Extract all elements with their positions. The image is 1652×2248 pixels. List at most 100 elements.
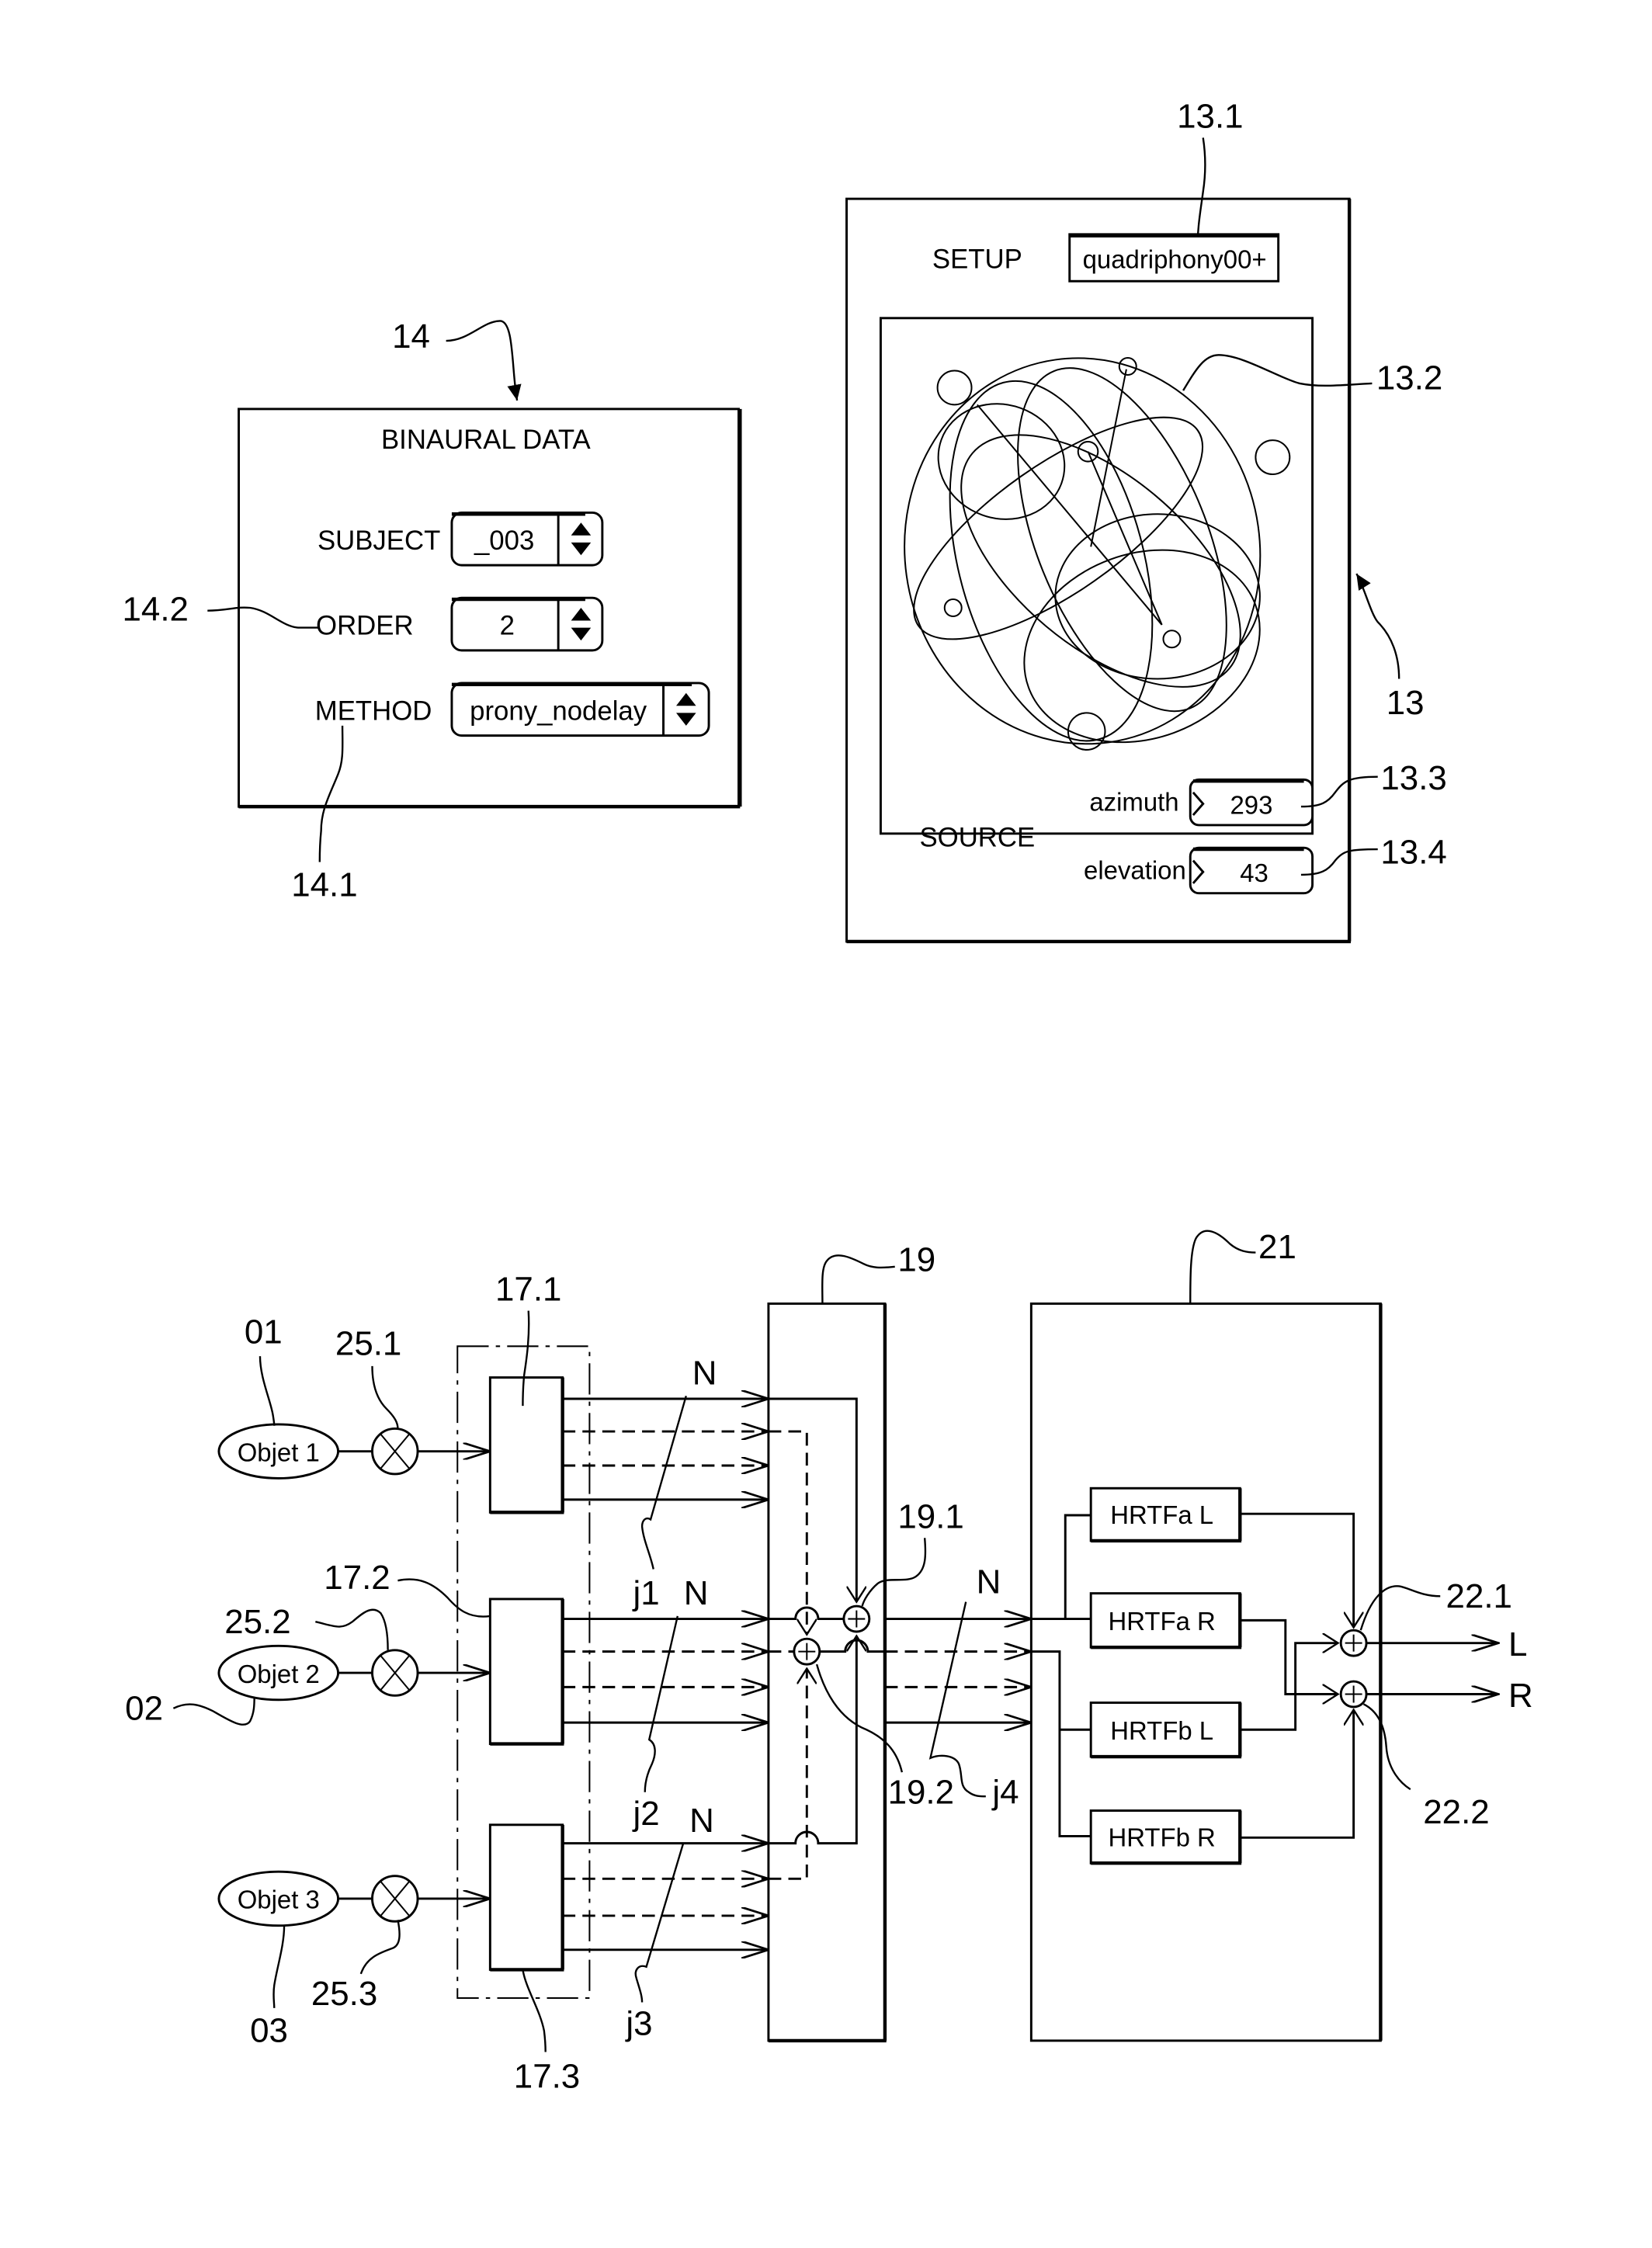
object-2-label: Objet 2 xyxy=(238,1660,320,1688)
object-2-source[interactable]: Objet 2 xyxy=(217,1644,340,1702)
output-left-label: L xyxy=(1508,1625,1527,1663)
binaural-panel-title: BINAURAL DATA xyxy=(381,425,592,455)
ref-02: 02 xyxy=(125,1689,163,1727)
gain-multiplier-1-icon xyxy=(371,1427,419,1476)
ref-14-1: 14.1 xyxy=(291,866,357,904)
ref-14: 14 xyxy=(392,317,430,356)
object-3-source[interactable]: Objet 3 xyxy=(217,1870,340,1927)
azimuth-value: 293 xyxy=(1230,790,1272,819)
ref-25-1: 25.1 xyxy=(335,1324,401,1362)
elevation-number-box[interactable]: 43 xyxy=(1189,846,1314,895)
encoder-group-frame xyxy=(456,1345,591,2000)
setup-value: quadriphony00+ xyxy=(1083,245,1267,274)
setup-field[interactable]: quadriphony00+ xyxy=(1068,233,1280,283)
ref-25-3: 25.3 xyxy=(311,1975,377,2013)
ref-19-1: 19.1 xyxy=(897,1497,963,1535)
hrtf-filter-a-right: HRTFa R xyxy=(1089,1592,1242,1650)
leader-13-4 xyxy=(1300,848,1378,876)
ref-19: 19 xyxy=(897,1240,935,1278)
ref-17-1: 17.1 xyxy=(495,1271,561,1309)
order-label: ORDER xyxy=(316,612,414,641)
method-label: METHOD xyxy=(315,697,432,727)
block-diagram: 01 Objet 1 25.1 17.1 N xyxy=(125,1228,1533,2095)
mixer-block-19: 19 19.1 19.2 xyxy=(767,1240,964,2043)
hrtf-filter-a-left: HRTFa L xyxy=(1089,1487,1242,1543)
order-value: 2 xyxy=(500,612,515,641)
ref-21: 21 xyxy=(1258,1228,1296,1266)
bus-ref-j2: j2 xyxy=(631,1795,659,1833)
gain-multiplier-2-icon xyxy=(371,1649,419,1697)
number-box-arrow-icon xyxy=(1192,791,1205,817)
spin-arrows-icon[interactable] xyxy=(571,607,592,641)
subject-label: SUBJECT xyxy=(318,526,440,556)
bus-ref-j3: j3 xyxy=(624,2005,652,2043)
encoder-block-17-3 xyxy=(488,1823,564,1971)
azimuth-number-box[interactable]: 293 xyxy=(1189,778,1314,827)
bus-label-n-1: N xyxy=(692,1355,717,1393)
gain-multiplier-3-icon xyxy=(371,1875,419,1923)
object-row-3: Objet 3 03 25.3 17.3 N j3 xyxy=(217,1802,769,2095)
leader-14 xyxy=(446,320,522,401)
ref-19-2: 19.2 xyxy=(888,1773,954,1811)
ref-13: 13 xyxy=(1386,684,1425,722)
leader-13-1 xyxy=(1196,137,1206,253)
ref-13-3: 13.3 xyxy=(1380,759,1446,797)
leader-13 xyxy=(1355,573,1400,679)
sphere-speaker-layout-icon xyxy=(904,357,1291,751)
spin-arrows-icon[interactable] xyxy=(571,522,592,556)
spatial-panel: 13.1 SETUP quadriphony00+ xyxy=(845,98,1447,944)
object-row-2: 02 Objet 2 25.2 17.2 N xyxy=(125,1559,769,1833)
ref-13-1: 13.1 xyxy=(1177,98,1243,136)
ref-13-4: 13.4 xyxy=(1380,833,1446,871)
output-right-label: R xyxy=(1508,1677,1533,1715)
subject-value: _003 xyxy=(474,526,534,556)
ref-22-1: 22.1 xyxy=(1446,1577,1512,1615)
order-spinbox[interactable]: 2 xyxy=(450,596,604,652)
svg-text:HRTFa L: HRTFa L xyxy=(1110,1500,1213,1529)
hrtf-filter-b-right: HRTFb R xyxy=(1089,1809,1242,1865)
binaural-data-panel: 14 BINAURAL DATA SUBJECT _003 ORDER 2 xyxy=(123,317,742,904)
svg-text:HRTFa R: HRTFa R xyxy=(1108,1607,1215,1636)
leader-14-1 xyxy=(318,725,344,862)
summer-19-2-icon xyxy=(793,1637,821,1666)
leader-13-3 xyxy=(1300,775,1378,808)
svg-text:HRTFb R: HRTFb R xyxy=(1108,1823,1215,1851)
sphere-view[interactable] xyxy=(879,317,1314,835)
ref-01: 01 xyxy=(245,1313,283,1351)
bus-label-n-3: N xyxy=(689,1802,714,1840)
ref-17-2: 17.2 xyxy=(324,1559,390,1597)
ref-22-2: 22.2 xyxy=(1423,1793,1489,1831)
object-1-source[interactable]: Objet 1 xyxy=(217,1423,340,1480)
spin-arrows-icon[interactable] xyxy=(675,692,696,726)
object-3-label: Objet 3 xyxy=(238,1885,320,1914)
subject-spinbox[interactable]: _003 xyxy=(450,511,604,567)
mixer-output-bus: N j4 xyxy=(884,1563,1031,1811)
ref-17-3: 17.3 xyxy=(514,2057,580,2095)
object-1-label: Objet 1 xyxy=(238,1438,320,1466)
leader-14-2 xyxy=(207,606,318,629)
ref-03: 03 xyxy=(250,2012,288,2050)
encoder-block-17-1 xyxy=(488,1376,564,1514)
bus-ref-j1: j1 xyxy=(631,1574,659,1612)
ref-14-2: 14.2 xyxy=(123,590,189,628)
setup-label: SETUP xyxy=(932,245,1022,275)
leader-13-2 xyxy=(1182,354,1373,391)
source-label: SOURCE xyxy=(919,823,1035,852)
encoder-block-17-2 xyxy=(488,1598,564,1746)
bus-label-n-4: N xyxy=(977,1563,1001,1601)
ref-13-2: 13.2 xyxy=(1376,359,1442,397)
bus-ref-j4: j4 xyxy=(991,1773,1019,1811)
bus-label-n-2: N xyxy=(684,1574,709,1612)
elevation-label: elevation xyxy=(1084,855,1186,884)
elevation-value: 43 xyxy=(1240,859,1268,887)
binaural-decoder-block-21: 21 HRTFa L HRTFa R xyxy=(1029,1228,1533,2042)
number-box-arrow-icon xyxy=(1192,859,1205,884)
object-row-1: 01 Objet 1 25.1 17.1 N xyxy=(217,1271,769,1612)
ref-25-2: 25.2 xyxy=(224,1603,290,1641)
svg-text:HRTFb L: HRTFb L xyxy=(1110,1716,1213,1745)
method-select[interactable]: prony_nodelay xyxy=(450,682,710,737)
method-value: prony_nodelay xyxy=(470,697,647,727)
summer-19-1-icon xyxy=(842,1604,871,1633)
azimuth-label: azimuth xyxy=(1089,788,1178,817)
